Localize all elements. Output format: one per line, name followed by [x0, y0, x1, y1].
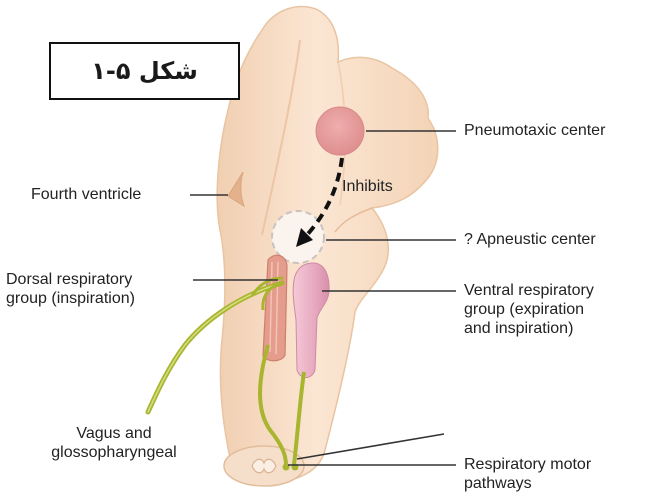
label-pneumotaxic-center: Pneumotaxic center [464, 121, 605, 140]
label-vagus: Vagus and glossopharyngeal [0, 424, 228, 462]
label-fourth-ventricle: Fourth ventricle [31, 185, 141, 204]
brainstem [217, 7, 438, 482]
figure-title-box: شکل ۵-۱ [49, 42, 240, 100]
pneumotaxic-center [316, 107, 364, 155]
label-ventral-group: Ventral respiratory group (expiration an… [464, 281, 594, 338]
label-apneustic-center: ? Apneustic center [464, 230, 596, 249]
label-motor-pathways: Respiratory motor pathways [464, 455, 591, 493]
label-dorsal-group: Dorsal respiratory group (inspiration) [6, 270, 135, 308]
figure-title: شکل ۵-۱ [91, 57, 198, 85]
label-inhibits: Inhibits [342, 177, 393, 196]
